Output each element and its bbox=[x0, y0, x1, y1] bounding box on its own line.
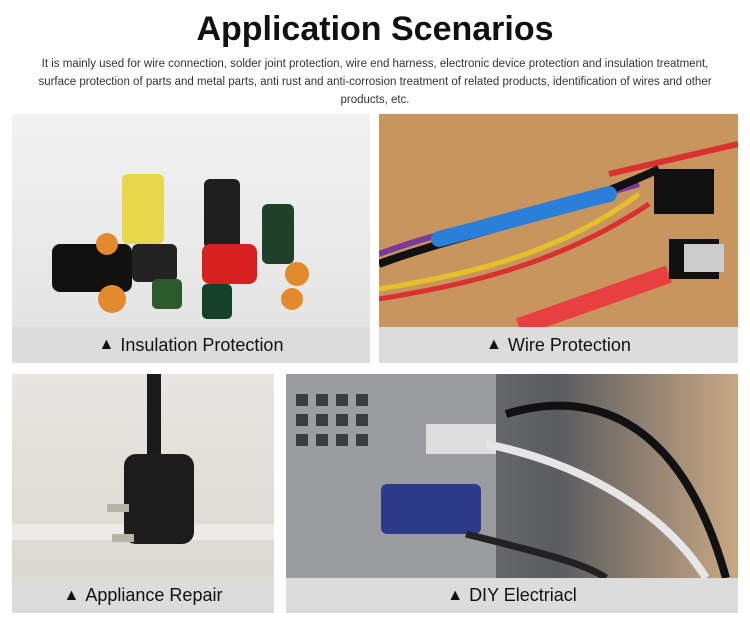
caption-bar: ▲ Insulation Protection bbox=[12, 327, 370, 363]
triangle-icon: ▲ bbox=[98, 336, 115, 353]
triangle-icon: ▲ bbox=[447, 586, 464, 604]
caption: DIY Electriacl bbox=[469, 585, 577, 605]
caption: Insulation Protection bbox=[120, 334, 284, 355]
caption: Wire Protection bbox=[507, 334, 631, 355]
caption-bar: ▲ Appliance Repair bbox=[12, 578, 274, 613]
capacitors-photo bbox=[12, 114, 370, 327]
panel-insulation-protection: ▲ Insulation Protection bbox=[12, 114, 370, 363]
wires-photo bbox=[379, 114, 738, 336]
triangle-icon: ▲ bbox=[486, 336, 502, 353]
description: It is mainly used for wire connection, s… bbox=[38, 58, 712, 106]
caption-bar: ▲ Wire Protection bbox=[379, 327, 738, 363]
panel-diy-electrical: ▲ DIY Electriacl bbox=[286, 374, 738, 613]
panel-wire-protection: ▲ Wire Protection bbox=[379, 114, 738, 363]
page-title: Application Scenarios bbox=[196, 10, 554, 48]
caption-bar: ▲ DIY Electriacl bbox=[286, 578, 738, 613]
plug-photo bbox=[12, 374, 274, 578]
caption: Appliance Repair bbox=[85, 585, 223, 605]
panel-appliance-repair: ▲ Appliance Repair bbox=[12, 374, 274, 613]
triangle-icon: ▲ bbox=[63, 586, 80, 604]
computer-cables-photo bbox=[286, 374, 738, 581]
